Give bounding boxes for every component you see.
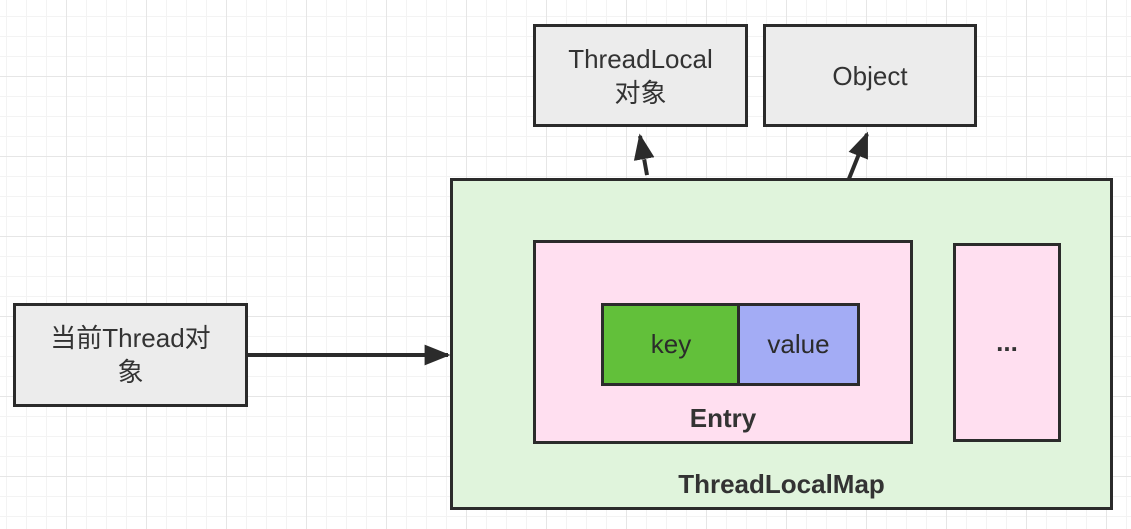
threadlocal-object-label-line2: 对象	[614, 77, 667, 108]
more-entries-node: ...	[953, 243, 1061, 442]
current-thread-label: 当前Thread对 象	[50, 321, 210, 389]
entry-value-cell: value	[737, 303, 860, 386]
threadlocalmap-title: ThreadLocalMap	[678, 469, 885, 499]
entry-value-label: value	[767, 329, 830, 359]
current-thread-label-line1: 当前Thread对	[50, 323, 211, 353]
more-entries-ellipsis: ...	[996, 327, 1018, 357]
current-thread-node: 当前Thread对 象	[13, 303, 248, 407]
object-label: Object	[832, 60, 908, 91]
current-thread-label-line2: 象	[117, 357, 144, 387]
threadlocal-object-node: ThreadLocal 对象	[533, 24, 748, 127]
threadlocal-object-label-line1: ThreadLocal	[568, 43, 713, 74]
entry-title: Entry	[689, 403, 757, 433]
threadlocal-object-label: ThreadLocal 对象	[568, 42, 713, 110]
entry-key-cell: key	[601, 303, 741, 386]
entry-key-label: key	[650, 329, 692, 359]
object-node: Object	[763, 24, 977, 127]
